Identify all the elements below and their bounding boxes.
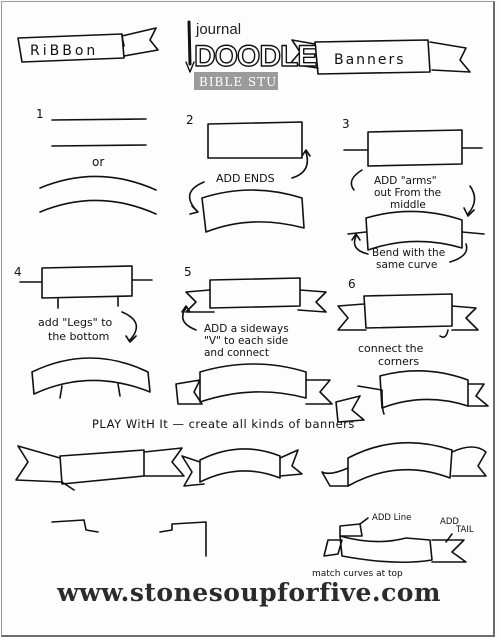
- final-banner-example: ADD Line ADD TAIL match curves at top: [312, 513, 474, 579]
- ribbon-banner-text: RiBBon: [30, 43, 98, 59]
- step-2: 2 ADD ENDS: [186, 113, 311, 233]
- example-banner-1: [15, 445, 185, 491]
- banners-banner-text: Banners: [334, 52, 406, 68]
- step-2-number: 2: [186, 113, 194, 127]
- example-banner-2: [181, 448, 303, 487]
- step-3-note-line3: middle: [390, 199, 426, 211]
- step-4-note-line2: the bottom: [48, 330, 109, 343]
- step-6-note-line1: connect the: [358, 342, 424, 355]
- step-4: 4 add "Legs" to the bottom: [14, 265, 153, 399]
- note-add-tail-2: TAIL: [455, 525, 474, 535]
- step-3-note-line4: Bend with the: [372, 247, 445, 259]
- sketch-line-1: [51, 519, 99, 533]
- step-5-note-line1: ADD a sideways: [204, 323, 289, 335]
- step-1-number: 1: [36, 107, 44, 121]
- step-3-note-line2: out From the: [374, 187, 441, 199]
- play-instructions: PLAY WitH It — create all kinds of banne…: [92, 417, 355, 431]
- step-4-number: 4: [14, 265, 22, 279]
- header-banners-banner: Banners: [289, 39, 471, 75]
- step-2-note: ADD ENDS: [216, 172, 275, 185]
- step-6-note-line2: corners: [378, 355, 419, 368]
- note-match-curves: match curves at top: [312, 569, 403, 579]
- sketch-line-2: [159, 521, 207, 557]
- journal-doodle-logo: journal DOODLE BIBLE STUDY: [185, 20, 318, 90]
- logo-bible-study: BIBLE STUDY: [199, 75, 297, 89]
- step-5: 5 ADD a sideways "V" to each side and co…: [175, 265, 333, 405]
- step-3-note-line1: ADD "arms": [374, 175, 437, 187]
- step-3-note-line5: same curve: [376, 259, 437, 271]
- step-3: 3 ADD "arms" out From the middle Bend wi…: [342, 117, 485, 271]
- logo-journal-word: journal: [195, 21, 241, 38]
- step-5-note-line2: "V" to each side: [204, 335, 288, 347]
- logo-sub-bar: [194, 72, 278, 90]
- step-6-number: 6: [348, 277, 356, 291]
- note-add-tail-1: ADD: [440, 517, 459, 527]
- footer-website-url[interactable]: www.stonesoupforfive.com: [57, 578, 441, 607]
- note-add-line: ADD Line: [372, 513, 411, 523]
- step-5-note-line3: and connect: [204, 347, 269, 359]
- example-banner-3: [321, 441, 487, 487]
- step-3-number: 3: [342, 117, 350, 131]
- step-5-number: 5: [184, 265, 192, 279]
- step-1: 1 or: [36, 107, 157, 215]
- step-1-or: or: [92, 155, 104, 169]
- step-4-note-line1: add "Legs" to: [38, 316, 113, 329]
- logo-doodle-word: DOODLE: [194, 40, 316, 73]
- step-6: 6 connect the corners: [335, 277, 489, 423]
- header-ribbon-banner: RiBBon: [17, 27, 159, 63]
